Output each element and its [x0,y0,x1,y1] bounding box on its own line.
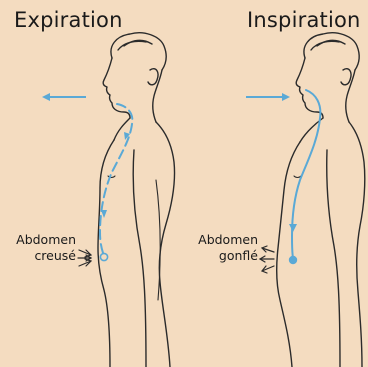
inspiration-title: Inspiration [247,8,361,32]
left-back [156,122,175,367]
left-abdomen-label: Abdomen creusé [8,232,76,264]
right-breath-path [292,90,320,258]
right-abdomen-label: Abdomen gonflé [190,232,258,264]
right-label-line1: Abdomen [190,232,258,248]
left-hair [111,33,166,70]
right-front-torso [277,142,300,367]
right-abdomen-arrows-icon [260,246,274,273]
left-breath-path [100,104,132,256]
abdomen-hollow-marker-icon [100,253,107,260]
right-figure [277,33,365,367]
right-label-line2: gonflé [190,248,258,264]
left-figure [98,33,175,367]
abdomen-filled-marker-icon [289,256,297,264]
left-abdomen-arrows-icon [78,250,91,266]
right-path-arrow-icon [289,224,297,232]
expiration-title: Expiration [14,8,123,32]
left-label-line1: Abdomen [8,232,76,248]
left-label-line2: creusé [8,248,76,264]
left-path-arrow-icon [101,210,107,218]
left-face [103,58,130,118]
